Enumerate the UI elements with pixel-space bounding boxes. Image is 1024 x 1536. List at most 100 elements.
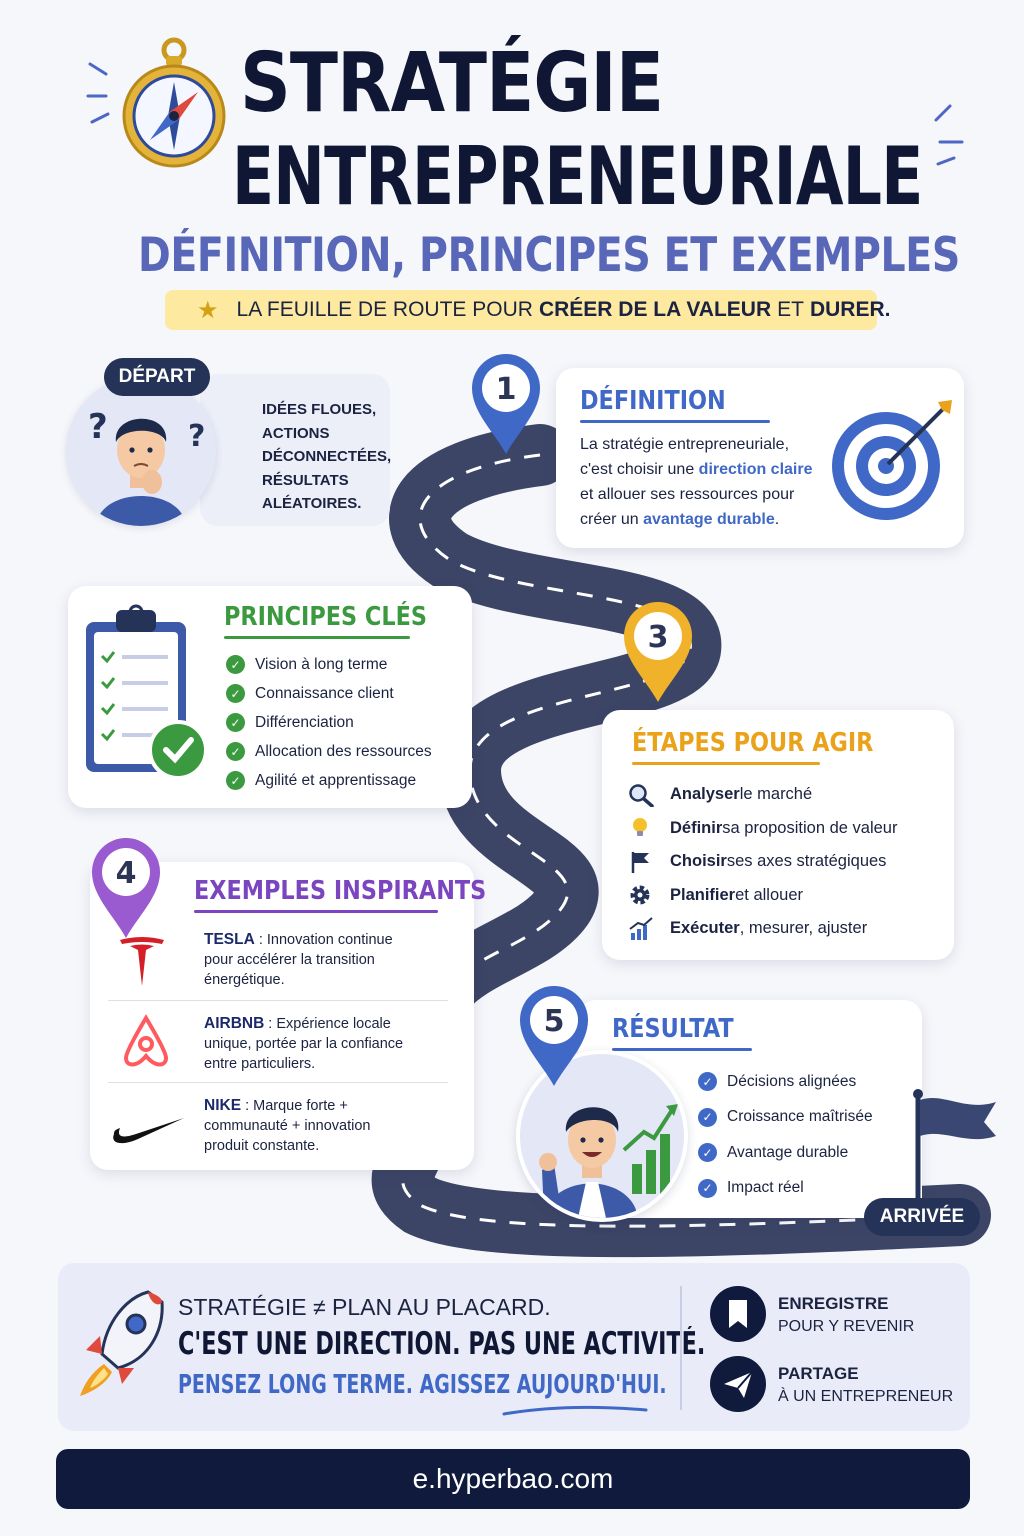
magnifier-icon (629, 784, 654, 807)
growth-chart-icon (629, 916, 653, 940)
etapes-card: ÉTAPES POUR AGIR Analyser le marché Défi… (602, 710, 954, 960)
airbnb-logo-icon (123, 1014, 169, 1067)
tagline-banner: ★ LA FEUILLE DE ROUTE POUR CRÉER DE LA V… (165, 290, 890, 330)
bottom-line-2: C'EST UNE DIRECTION. PAS UNE ACTIVITÉ. (178, 1326, 706, 1362)
resultat-title: RÉSULTAT (612, 1014, 734, 1044)
save-title: ENREGISTRE (778, 1294, 889, 1313)
page-title-line2: ENTREPRENEURIALE (232, 130, 923, 223)
depart-line: DÉCONNECTÉES, (262, 448, 392, 465)
share-button[interactable]: PARTAGE À UN ENTREPRENEUR (710, 1356, 954, 1416)
thinking-person-avatar: ? ? (66, 376, 216, 526)
resultat-item: ✓Décisions alignées (698, 1064, 873, 1100)
paper-plane-icon (710, 1356, 766, 1412)
divider (108, 1082, 448, 1083)
check-icon: ✓ (698, 1072, 717, 1092)
map-pin-5: 5 (520, 986, 588, 1086)
depart-line: ACTIONS (262, 424, 330, 442)
exemples-card: EXEMPLES INSPIRANTS TESLA : Innovation c… (90, 862, 486, 1170)
definition-highlight-direction: direction claire (698, 461, 813, 478)
depart-panel (200, 374, 390, 526)
pin-5-number: 5 (544, 1004, 565, 1039)
etape-item: Choisir ses axes stratégiques (628, 845, 897, 879)
etapes-list: Analyser le marché Définir sa propositio… (628, 778, 897, 946)
bottom-panel (58, 1263, 970, 1431)
principe-item: ✓Vision à long terme (226, 650, 432, 679)
map-pin-3: 3 (624, 602, 692, 702)
example-brand: AIRBNB (204, 1015, 265, 1032)
principe-item: ✓Connaissance client (226, 679, 432, 708)
etapes-title: ÉTAPES POUR AGIR (632, 728, 874, 758)
check-icon: ✓ (226, 771, 245, 790)
example-brand: NIKE (204, 1097, 242, 1114)
footer-url[interactable]: e.hyperbao.com (412, 1463, 614, 1494)
rocket-icon (80, 1290, 164, 1396)
definition-title: DÉFINITION (580, 386, 726, 416)
check-icon: ✓ (226, 655, 245, 674)
principes-list: ✓Vision à long terme ✓Connaissance clien… (226, 650, 432, 795)
principe-item: ✓Différenciation (226, 708, 432, 737)
map-pin-4: 4 (92, 838, 160, 938)
nike-swoosh-icon (113, 1118, 184, 1144)
principes-title: PRINCIPES CLÉS (224, 602, 427, 632)
svg-text:?: ? (188, 419, 205, 454)
definition-line: La stratégie entrepreneuriale, (580, 436, 790, 453)
depart-text: IDÉES FLOUES, ACTIONS DÉCONNECTÉES, RÉSU… (262, 398, 391, 516)
exemples-underline (194, 910, 438, 913)
target-icon (832, 400, 952, 520)
resultat-underline (612, 1048, 752, 1051)
principe-item: ✓Allocation des ressources (226, 737, 432, 766)
example-tesla: TESLA : Innovation continue pour accélér… (90, 922, 450, 1000)
definition-line: créer un avantage durable. (580, 511, 780, 528)
check-icon: ✓ (698, 1178, 717, 1198)
gear-icon (630, 885, 650, 905)
resultat-item: ✓Croissance maîtrisée (698, 1100, 873, 1136)
depart-line: ALÉATOIRES. (262, 495, 362, 512)
lightbulb-icon (633, 818, 647, 837)
depart-badge: DÉPART (104, 358, 210, 396)
star-icon: ★ (197, 296, 219, 324)
page-subtitle: DÉFINITION, PRINCIPES ET EXEMPLES (138, 228, 960, 283)
divider (108, 1000, 448, 1001)
clipboard-checklist-icon (86, 604, 208, 780)
etape-item: Planifier et allouer (628, 879, 897, 913)
depart-line: IDÉES FLOUES, (262, 401, 377, 418)
check-icon: ✓ (698, 1107, 717, 1127)
tagline-bold-durer: DURER. (809, 298, 891, 321)
principes-underline (224, 636, 410, 639)
share-title: PARTAGE (778, 1364, 859, 1383)
resultat-item: ✓Avantage durable (698, 1135, 873, 1171)
bottom-vertical-divider (680, 1286, 682, 1410)
exemples-title: EXEMPLES INSPIRANTS (194, 876, 487, 906)
bottom-line-3: PENSEZ LONG TERME. AGISSEZ AUJOURD'HUI. (178, 1370, 667, 1400)
tagline-bold-value: CRÉER DE LA VALEUR (538, 298, 772, 321)
tagline-text: LA FEUILLE DE ROUTE POUR (236, 298, 533, 321)
pin-1-number: 1 (496, 372, 517, 407)
underline-swoosh (502, 1405, 648, 1416)
page-title-line1: STRATÉGIE (240, 36, 664, 131)
example-airbnb: AIRBNB : Expérience locale unique, porté… (90, 1004, 450, 1082)
example-nike: NIKE : Marque forte + communauté + innov… (90, 1086, 450, 1164)
finish-flag-icon (913, 1089, 996, 1212)
tesla-logo-icon (120, 937, 164, 986)
definition-card: DÉFINITION La stratégie entrepreneuriale… (556, 368, 964, 548)
sparkle-lines-left (86, 62, 110, 124)
success-person-avatar (516, 1050, 688, 1222)
map-pin-1: 1 (472, 354, 540, 454)
etape-item: Définir sa proposition de valeur (628, 812, 897, 846)
example-brand: TESLA (204, 931, 255, 948)
flag-icon (631, 851, 649, 873)
check-icon: ✓ (226, 684, 245, 703)
resultat-list: ✓Décisions alignées ✓Croissance maîtrisé… (698, 1064, 873, 1206)
check-icon: ✓ (226, 713, 245, 732)
footer-url-bar[interactable]: e.hyperbao.com (56, 1449, 970, 1509)
pin-3-number: 3 (648, 620, 669, 655)
save-button[interactable]: ENREGISTRE POUR Y REVENIR (710, 1284, 950, 1344)
share-subtitle: À UN ENTREPRENEUR (778, 1388, 954, 1405)
arrivee-badge: ARRIVÉE (864, 1198, 980, 1236)
etape-item: Exécuter, mesurer, ajuster (628, 912, 897, 946)
save-subtitle: POUR Y REVENIR (778, 1318, 915, 1335)
etapes-underline (632, 762, 820, 765)
definition-highlight-avantage: avantage durable (643, 511, 775, 528)
bookmark-icon (710, 1286, 766, 1342)
bottom-line-1: STRATÉGIE ≠ PLAN AU PLACARD. (178, 1294, 551, 1320)
